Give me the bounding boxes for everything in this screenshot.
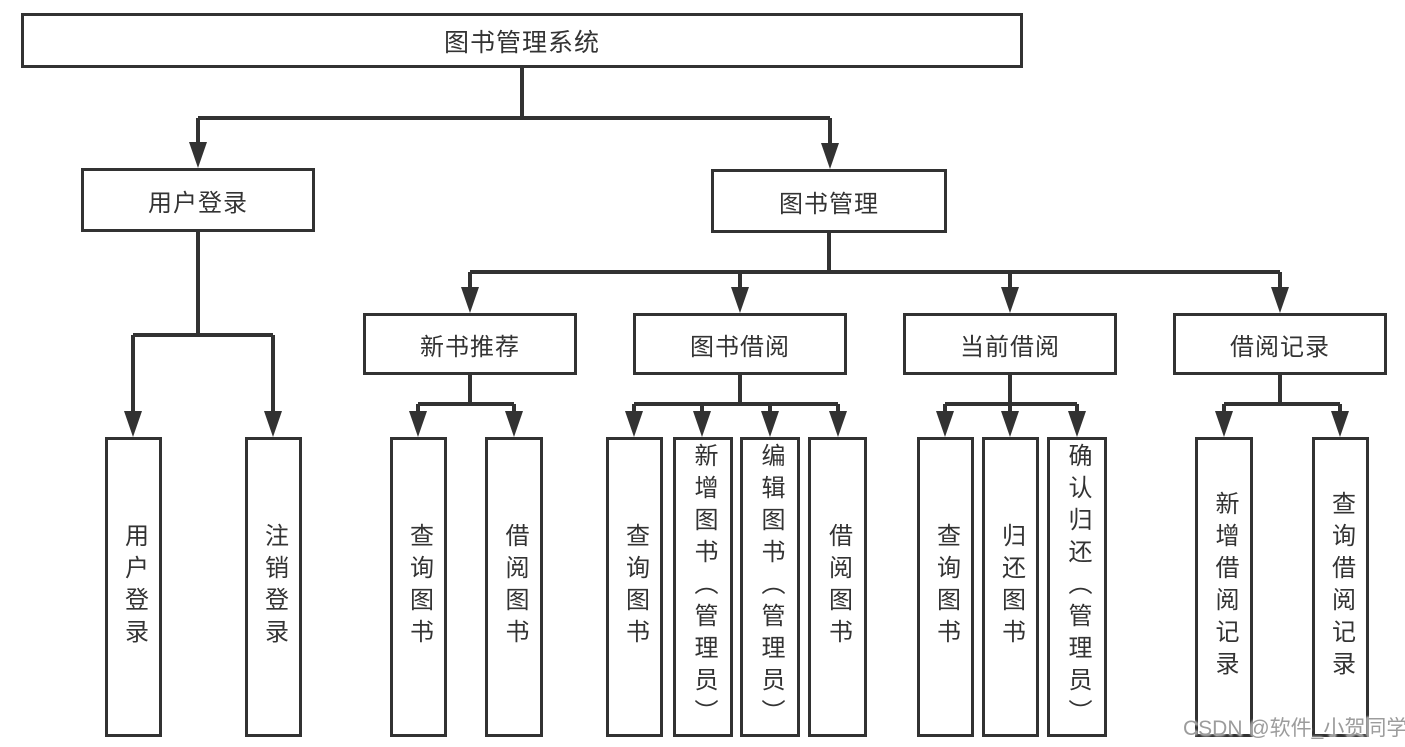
node-bb-query-books: 查询图书 xyxy=(606,437,663,737)
node-br-add-record: 新增借阅记录 xyxy=(1195,437,1253,737)
node-cb-confirm-return-admin-label: 确认归还（管理员） xyxy=(1064,443,1091,731)
node-user-login-label: 用户登录 xyxy=(148,189,248,217)
node-user-login: 用户登录 xyxy=(81,168,315,232)
node-rec-query-books-label: 查询图书 xyxy=(405,523,433,651)
node-rec-borrow-books: 借阅图书 xyxy=(485,437,543,737)
node-book-borrow: 图书借阅 xyxy=(633,313,847,375)
node-book-management: 图书管理 xyxy=(711,169,947,233)
watermark: CSDN @软件_小贺同学 xyxy=(1183,717,1405,740)
node-cb-return-books: 归还图书 xyxy=(982,437,1039,737)
node-bb-borrow-books: 借阅图书 xyxy=(808,437,867,737)
node-rec-query-books: 查询图书 xyxy=(390,437,447,737)
node-bb-add-books-admin: 新增图书（管理员） xyxy=(673,437,733,737)
node-cb-query-books: 查询图书 xyxy=(917,437,974,737)
node-bb-edit-books-admin: 编辑图书（管理员） xyxy=(740,437,800,737)
node-bb-edit-books-admin-label: 编辑图书（管理员） xyxy=(757,443,784,731)
node-borrow-records: 借阅记录 xyxy=(1173,313,1387,375)
node-new-book-recommend: 新书推荐 xyxy=(363,313,577,375)
node-borrow-records-label: 借阅记录 xyxy=(1230,333,1330,361)
node-br-add-record-label: 新增借阅记录 xyxy=(1211,491,1238,683)
node-root-label: 图书管理系统 xyxy=(443,28,600,57)
node-user-login-leaf: 用户登录 xyxy=(105,437,162,737)
node-new-book-recommend-label: 新书推荐 xyxy=(420,333,520,361)
node-br-query-record: 查询借阅记录 xyxy=(1312,437,1369,737)
node-user-login-leaf-label: 用户登录 xyxy=(120,523,148,651)
node-current-borrow-label: 当前借阅 xyxy=(960,333,1060,361)
node-current-borrow: 当前借阅 xyxy=(903,313,1117,375)
node-book-borrow-label: 图书借阅 xyxy=(690,333,790,361)
node-cb-confirm-return-admin: 确认归还（管理员） xyxy=(1047,437,1107,737)
node-book-management-label: 图书管理 xyxy=(779,190,879,218)
node-bb-borrow-books-label: 借阅图书 xyxy=(824,523,852,651)
node-logout-leaf-label: 注销登录 xyxy=(260,523,288,651)
node-rec-borrow-books-label: 借阅图书 xyxy=(501,523,528,651)
node-root: 图书管理系统 xyxy=(21,13,1023,68)
node-br-query-record-label: 查询借阅记录 xyxy=(1327,491,1355,683)
node-bb-query-books-label: 查询图书 xyxy=(621,523,649,651)
node-logout-leaf: 注销登录 xyxy=(245,437,302,737)
node-cb-query-books-label: 查询图书 xyxy=(932,523,960,651)
node-bb-add-books-admin-label: 新增图书（管理员） xyxy=(690,443,717,731)
node-cb-return-books-label: 归还图书 xyxy=(997,523,1025,651)
